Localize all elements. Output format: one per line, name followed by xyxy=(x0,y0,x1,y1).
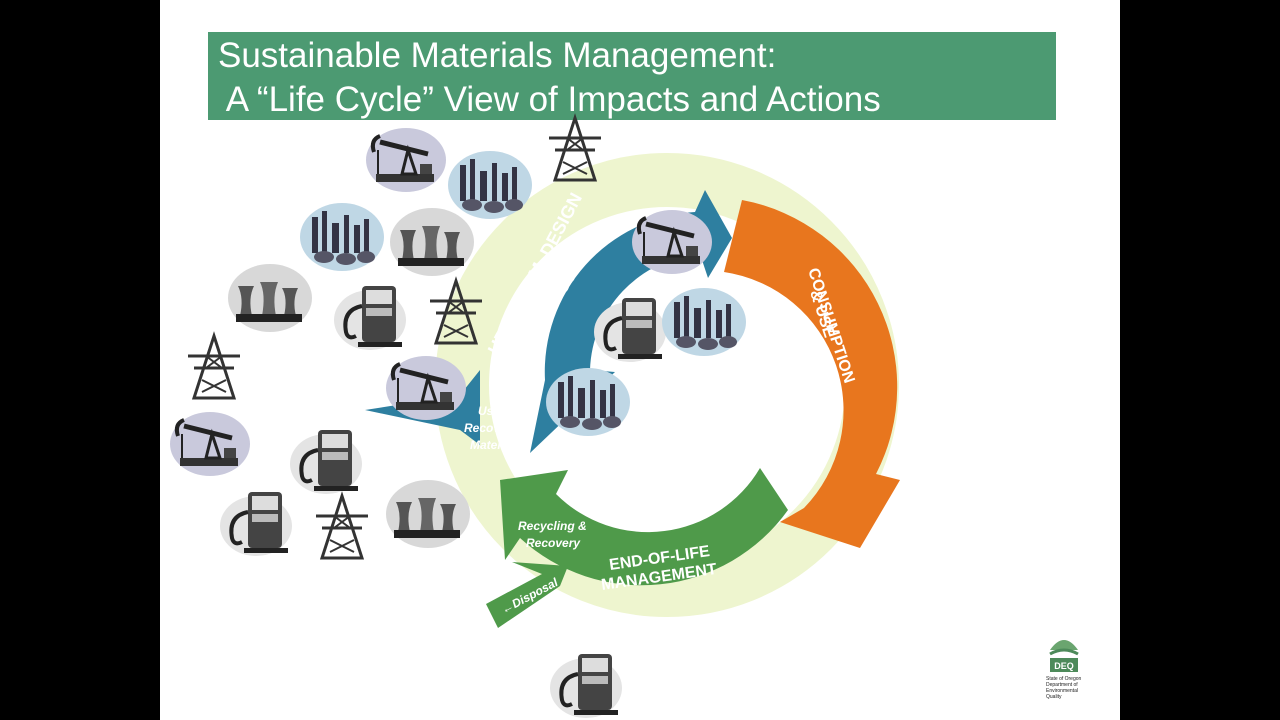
refinery-icon xyxy=(448,151,532,219)
refinery-icon xyxy=(662,288,746,356)
slide: Sustainable Materials Management: A “Lif… xyxy=(160,0,1120,720)
deq-logo: DEQ State of Oregon Department of Enviro… xyxy=(1046,632,1082,712)
recycling-label-line-2: Recovery xyxy=(526,536,581,550)
oil-pump-icon xyxy=(632,210,712,274)
slide-title-line-2: A “Life Cycle” View of Impacts and Actio… xyxy=(218,80,881,119)
refinery-icon xyxy=(300,203,384,271)
oil-pump-icon xyxy=(386,356,466,420)
oil-pump-icon xyxy=(170,412,250,476)
use-recovered-label-line-3: Materials xyxy=(470,438,522,452)
consumption-arrow xyxy=(724,200,900,548)
gas-pump-icon xyxy=(218,490,294,558)
oil-pump-icon xyxy=(366,128,446,192)
gas-pump-icon xyxy=(332,284,408,352)
power-plant-icon xyxy=(390,208,474,276)
life-cycle-diagram: UPSTREAM, DESIGN & PRODUCTION CONSUMPTIO… xyxy=(160,116,900,720)
deq-line-2: Department of xyxy=(1046,682,1078,688)
deq-line-4: Quality xyxy=(1046,694,1062,700)
disposal-arrow xyxy=(486,562,568,628)
deq-line-1: State of Oregon xyxy=(1046,676,1082,682)
deq-logo-name: DEQ xyxy=(1054,661,1074,671)
power-tower-icon xyxy=(314,494,370,560)
end-of-life-arrow xyxy=(500,468,788,586)
slide-title-line-1: Sustainable Materials Management: xyxy=(218,36,777,75)
gas-pump-icon xyxy=(288,428,364,496)
power-plant-icon xyxy=(386,480,470,548)
power-tower-icon xyxy=(186,334,242,400)
refinery-icon xyxy=(546,368,630,436)
deq-logo-mark: DEQ xyxy=(1049,640,1079,672)
title-bar: Sustainable Materials Management: A “Lif… xyxy=(208,32,1056,120)
gas-pump-icon xyxy=(548,652,624,720)
recycling-label-line-1: Recycling & xyxy=(518,519,587,533)
use-recovered-label-line-1: Use of xyxy=(478,404,516,418)
deq-line-3: Environmental xyxy=(1046,688,1078,694)
power-plant-icon xyxy=(228,264,312,332)
use-recovered-label-line-2: Recovered xyxy=(464,421,526,435)
power-tower-icon xyxy=(547,116,603,182)
